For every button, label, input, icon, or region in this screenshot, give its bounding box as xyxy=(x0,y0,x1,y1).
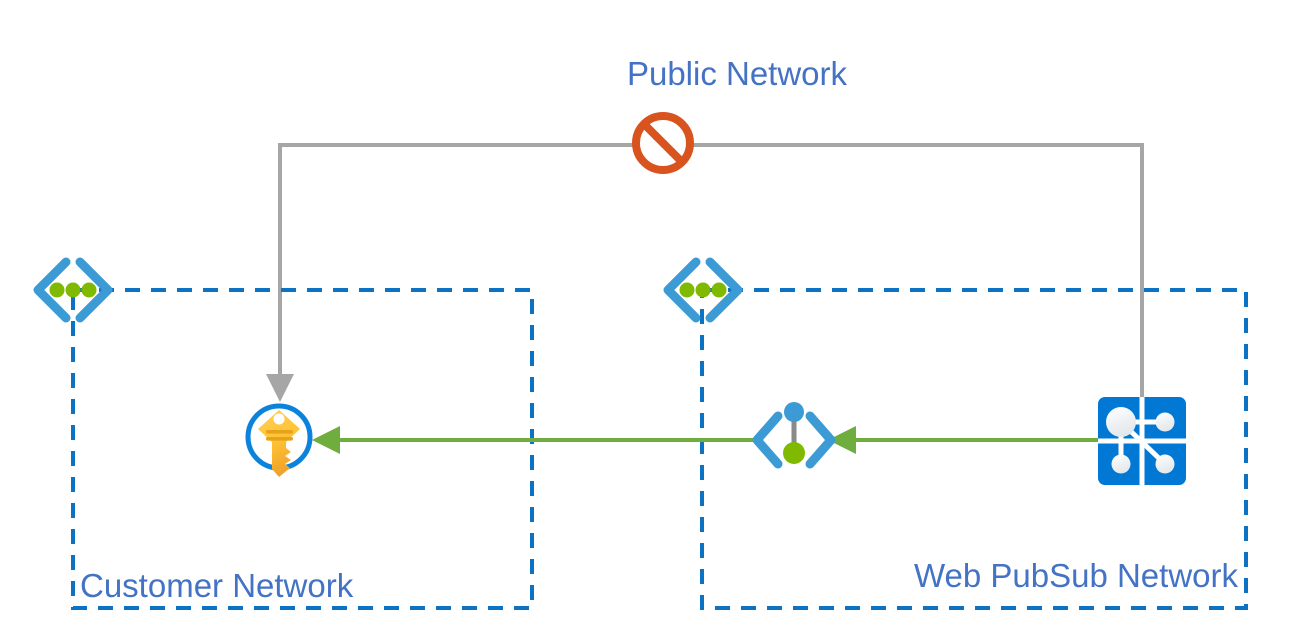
public-network-blocked-path xyxy=(266,143,1144,404)
private-endpoint-icon xyxy=(752,402,836,469)
virtual-network-icon xyxy=(663,257,743,323)
web-pubsub-icon xyxy=(1098,397,1186,485)
key-icon xyxy=(245,403,313,477)
public-network-label: Public Network xyxy=(627,55,848,92)
web-pubsub-network-label: Web PubSub Network xyxy=(914,557,1239,594)
no-entry-icon xyxy=(632,112,694,174)
web-pubsub-network-boundary xyxy=(700,288,1248,610)
virtual-network-icon xyxy=(33,257,113,323)
customer-network-label: Customer Network xyxy=(80,567,354,604)
